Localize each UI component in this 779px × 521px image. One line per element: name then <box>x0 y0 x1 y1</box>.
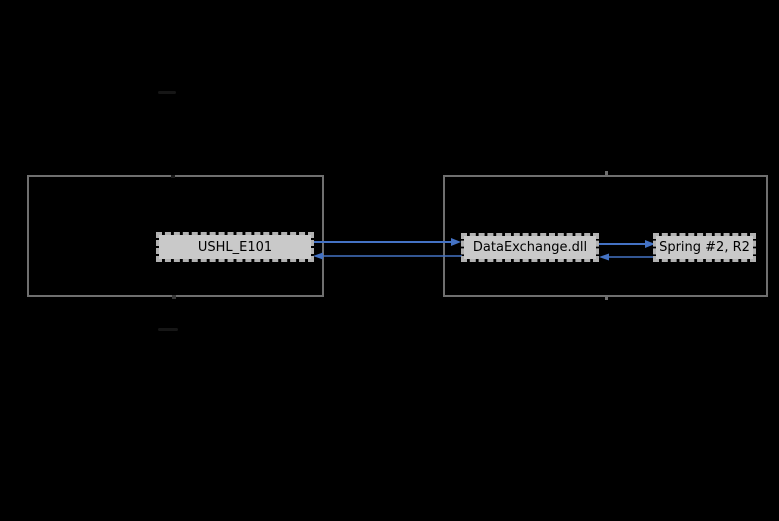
cluster-right-bottom-tick <box>605 295 608 300</box>
node-spring-2-r2-label: Spring #2, R2 <box>659 240 750 255</box>
node-ushl-e101[interactable]: USHL_E101 <box>156 232 314 262</box>
cluster-right-top-tick <box>605 171 608 176</box>
node-spring-2-r2[interactable]: Spring #2, R2 <box>653 233 756 262</box>
cluster-left-top-tick <box>171 175 175 178</box>
node-dataexchange-dll-label: DataExchange.dll <box>472 240 588 255</box>
faint-label-artifact-top <box>158 91 176 94</box>
cluster-left-bottom-tick <box>172 295 176 299</box>
node-ushl-e101-label: USHL_E101 <box>197 239 273 255</box>
faint-label-artifact-bottom <box>158 328 178 331</box>
node-dataexchange-dll[interactable]: DataExchange.dll <box>461 233 599 262</box>
